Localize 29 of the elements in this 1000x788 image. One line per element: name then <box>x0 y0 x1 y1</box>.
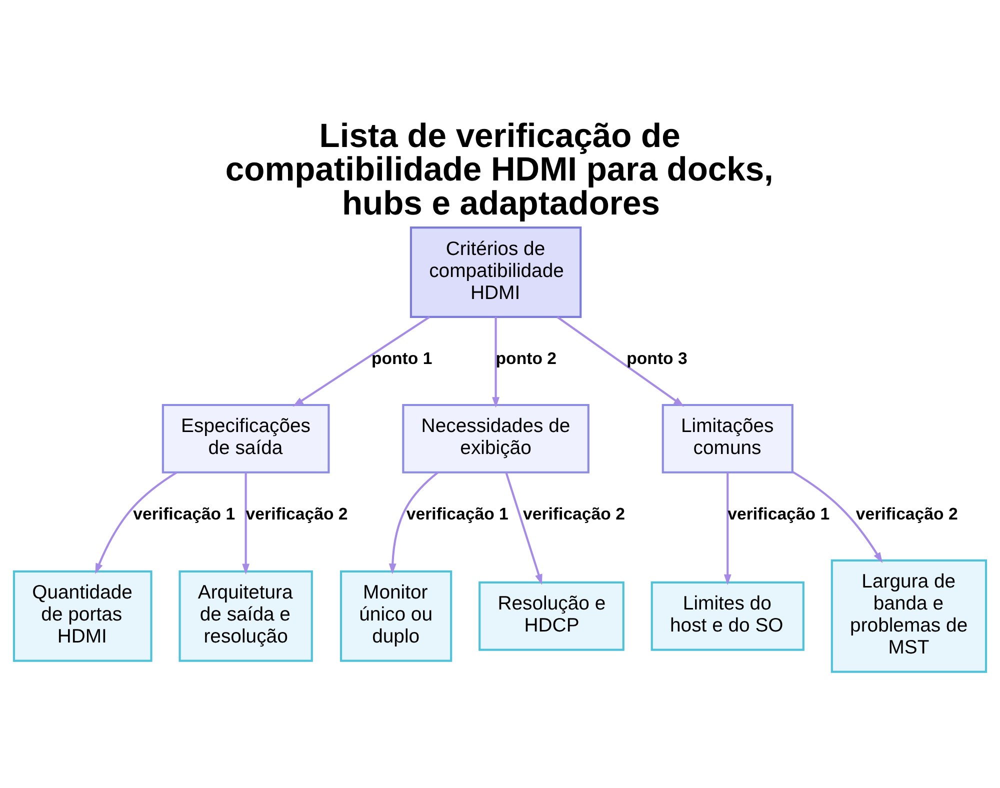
node-box: Quantidade de portas HDMI <box>12 570 152 662</box>
arrow <box>95 472 178 574</box>
node-box: Arquitetura de saída e resolução <box>178 570 313 662</box>
arrow <box>388 472 439 574</box>
edge-label: verificação 2 <box>522 504 625 524</box>
edge-label: ponto 1 <box>371 349 432 368</box>
arrow <box>792 471 883 564</box>
node-box: Limites do host e do SO <box>650 581 804 651</box>
node-box: Limitações comuns <box>662 404 794 474</box>
node-box: Especificações de saída <box>162 404 330 474</box>
arrow <box>505 472 542 585</box>
arrow <box>724 472 732 586</box>
edge-label: ponto 3 <box>626 349 688 368</box>
node-box: Critérios de compatibilidade HDMI <box>410 226 582 318</box>
edge-label: verificação 1 <box>406 504 508 524</box>
edge-label: ponto 2 <box>496 349 557 368</box>
arrow <box>242 472 250 574</box>
node-box: Resolução e HDCP <box>478 581 624 651</box>
diagram-title: Lista de verificação de compatibilidade HDMI para docks, hubs e adaptadores <box>225 118 774 222</box>
edge-label: verificação 2 <box>856 504 958 524</box>
edge-label: verificação 1 <box>133 504 236 524</box>
node-box: Monitor único ou duplo <box>340 570 452 662</box>
node-box: Largura de banda e problemas de MST <box>830 559 988 673</box>
node-box: Necessidades de exibição <box>402 404 590 474</box>
edge-label: verificação 2 <box>246 504 348 524</box>
arrow <box>492 317 500 408</box>
edge-label: verificação 1 <box>728 504 830 524</box>
arrow <box>556 316 684 407</box>
arrow <box>292 316 430 407</box>
